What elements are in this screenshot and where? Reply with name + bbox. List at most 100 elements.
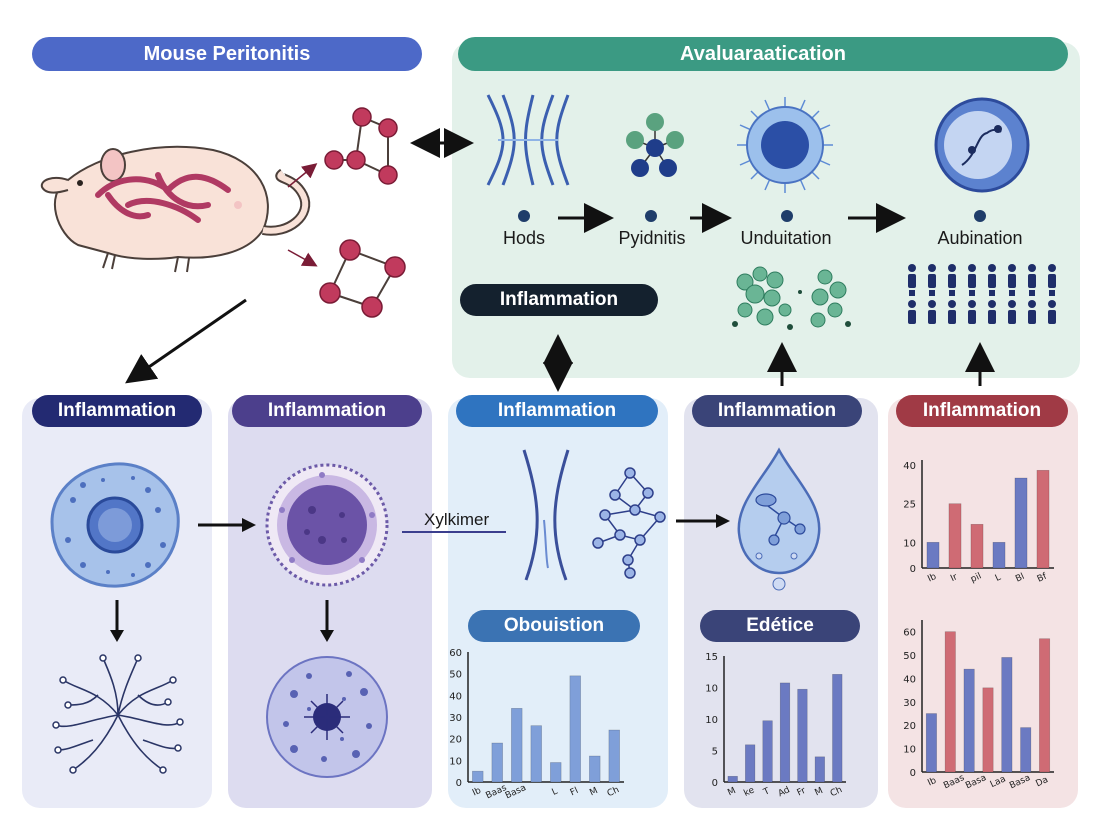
x-tick-label: Basa [964, 773, 988, 791]
y-tick-label: 0 [456, 778, 462, 789]
column-header-label-2: Inflammation [267, 400, 387, 421]
x-tick-label: M [726, 786, 737, 798]
column-header-5: Inflammation [896, 395, 1068, 427]
x-tick-label: Bf [1036, 571, 1049, 584]
fiber-strands-icon [486, 94, 570, 186]
bar [944, 631, 956, 773]
y-tick-label: 20 [903, 721, 916, 732]
mouse-illustration [40, 145, 311, 273]
y-tick-label: 10 [705, 684, 718, 695]
x-tick-label: Basa [1008, 773, 1032, 791]
x-tick-label: Basa [504, 783, 528, 801]
column-header-label-4: Inflammation [717, 400, 837, 421]
edetice-pill: Edétice [700, 610, 860, 642]
x-tick-label: Bl [1014, 572, 1026, 585]
arrow-right-col1 [198, 518, 256, 532]
column-header-3: Inflammation [456, 395, 658, 427]
bar [1020, 727, 1032, 773]
cell-nucleus-icon [266, 656, 388, 778]
bar [925, 713, 937, 773]
y-tick-label: 40 [903, 461, 916, 472]
x-tick-label: L [994, 573, 1003, 584]
x-tick-label: pil [969, 571, 983, 585]
y-tick-label: 10 [903, 538, 916, 549]
molecule-upper-icon [324, 107, 398, 185]
bar [779, 682, 791, 783]
y-tick-label: 60 [449, 648, 462, 659]
xylkimer-underline [402, 531, 506, 533]
inflammation-dark-label: Inflammation [499, 289, 619, 310]
x-tick-label: ke [742, 785, 756, 799]
x-tick-label: Da [1034, 775, 1050, 789]
y-tick-label: 50 [903, 651, 916, 662]
x-tick-label: T [761, 786, 772, 798]
column-header-4: Inflammation [692, 395, 862, 427]
bar [970, 523, 984, 569]
stage-label-3: Unduitation [740, 228, 832, 248]
chart-axes [921, 460, 1054, 569]
bar [569, 675, 581, 783]
bar [1014, 477, 1028, 569]
x-tick-label: Laa [989, 774, 1008, 790]
stage-label-4: Aubination [937, 228, 1023, 248]
y-tick-label: 40 [903, 674, 916, 685]
y-tick-label: 15 [705, 652, 718, 663]
y-tick-label: 30 [903, 698, 916, 709]
column-header-label-5: Inflammation [922, 400, 1042, 421]
x-tick-label: Ch [606, 785, 621, 799]
x-tick-label: Ib [471, 786, 483, 799]
x-tick-label: L [551, 787, 560, 798]
bar [550, 762, 562, 783]
bar [472, 770, 484, 783]
stage-label-1: Hods [502, 228, 546, 248]
y-tick-label: 40 [449, 691, 462, 702]
column-panel-3 [448, 398, 668, 808]
cell-ringed-icon [265, 463, 389, 587]
y-tick-label: 20 [449, 735, 462, 746]
molecule-lower-icon [319, 239, 406, 318]
y-tick-label: 0 [910, 768, 916, 779]
bar [530, 725, 542, 783]
inflammation-dark-pill: Inflammation [460, 284, 658, 316]
cell-spiky-icon [737, 97, 833, 193]
x-tick-label: Ch [829, 785, 844, 799]
bar [608, 729, 620, 783]
chart-axes [467, 652, 624, 783]
x-tick-label: Ad [777, 785, 792, 799]
x-tick-label: Ir [949, 572, 959, 584]
arrow-right-col3 [676, 514, 730, 528]
bar [926, 541, 940, 569]
bar [1039, 638, 1051, 773]
bar [511, 708, 523, 783]
edetice-label: Edétice [746, 615, 814, 636]
bar [589, 755, 601, 783]
x-tick-label: M [588, 786, 599, 798]
arrow-down-1 [110, 600, 124, 642]
title-left: Mouse Peritonitis [143, 42, 311, 65]
y-tick-label: 0 [910, 564, 916, 575]
bar [832, 674, 843, 783]
bar [982, 687, 994, 773]
bar [727, 775, 738, 783]
drop-cell-icon [737, 447, 821, 591]
x-tick-label: Fr [796, 786, 808, 799]
cell-round-icon [934, 97, 1030, 193]
stage-label-2: Pyidnitis [618, 228, 686, 248]
title-right-pill: Avaluaraatication [458, 37, 1068, 71]
bar [814, 756, 825, 783]
molecular-network-icon [592, 467, 666, 579]
bar [1001, 657, 1013, 773]
y-tick-label: 10 [903, 745, 916, 756]
bar [491, 742, 503, 783]
column-header-1: Inflammation [32, 395, 202, 427]
fiber-pair-icon [522, 449, 570, 581]
title-left-pill: Mouse Peritonitis [32, 37, 422, 71]
y-tick-label: 5 [712, 747, 718, 758]
x-tick-label: Ib [926, 776, 938, 789]
bar [992, 541, 1006, 569]
xylkimer-label: Xylkimer [424, 510, 490, 529]
bar [948, 503, 962, 569]
